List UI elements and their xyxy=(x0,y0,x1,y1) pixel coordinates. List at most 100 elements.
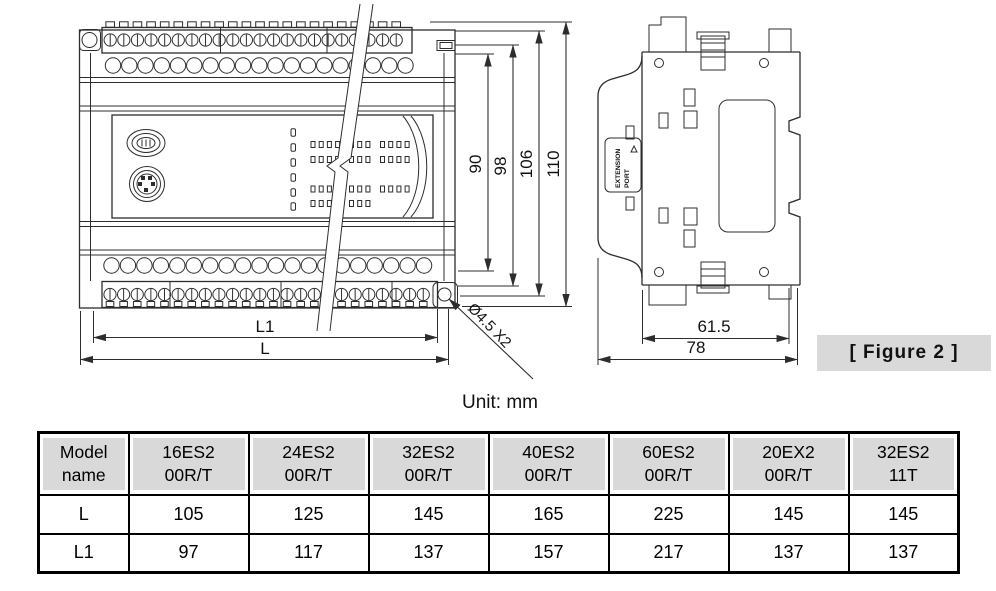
io-led xyxy=(380,185,385,193)
screw-terminal xyxy=(103,287,117,302)
vent-hole xyxy=(234,57,252,74)
screw-terminal xyxy=(117,33,131,47)
io-led xyxy=(310,185,316,193)
screw-terminal xyxy=(266,287,281,302)
extension-port-text-line1: EXTENSION xyxy=(615,149,622,188)
table-cell-value: 137 xyxy=(847,532,960,574)
extension-port-triangle-icon xyxy=(630,144,638,153)
screw-terminal xyxy=(225,287,240,302)
io-led xyxy=(365,200,371,207)
io-led xyxy=(335,141,341,148)
terminal-tab xyxy=(310,301,319,307)
io-led xyxy=(380,156,385,163)
vent-hole xyxy=(137,57,154,74)
terminal-tab xyxy=(391,21,402,28)
screw-terminal xyxy=(416,287,430,302)
table-cell-value: 137 xyxy=(367,532,490,574)
dim-label-61-5: 61.5 xyxy=(697,317,730,336)
terminal-tab xyxy=(241,301,251,307)
vent-hole xyxy=(185,257,202,274)
io-led xyxy=(365,185,371,193)
panel-arc xyxy=(410,115,428,218)
screw-terminal xyxy=(144,33,158,47)
vent-hole xyxy=(186,57,203,74)
side-view-dimensions: 61.5 78 xyxy=(597,258,799,365)
terminal-tab xyxy=(337,301,346,307)
table-cell-value: 157 xyxy=(487,532,610,574)
terminal-tab xyxy=(200,21,211,28)
terminal-tab xyxy=(255,301,265,307)
terminal-tab xyxy=(296,21,306,28)
vent-hole xyxy=(153,57,170,74)
vent-hole xyxy=(202,57,219,74)
screw-terminal xyxy=(389,287,403,302)
terminal-tab xyxy=(255,21,265,28)
vent-hole xyxy=(299,57,317,74)
table-cell-value: 105 xyxy=(127,493,250,535)
vent-hole xyxy=(397,57,414,74)
terminal-tab xyxy=(268,21,279,28)
terminal-tab xyxy=(214,21,224,28)
dim-label-hole: Ø4.5 X2 xyxy=(464,300,514,351)
dimension-drawing: 90 98 106 110 L1 L Ø4.5 X2 xyxy=(78,3,801,380)
io-led xyxy=(357,141,363,148)
mounting-ear-top-left xyxy=(79,29,101,51)
io-led xyxy=(388,156,394,163)
io-led xyxy=(326,185,332,193)
vent-hole xyxy=(104,57,122,74)
din-clip-top-right xyxy=(436,40,456,51)
screw-terminal xyxy=(157,287,172,302)
io-led xyxy=(404,141,410,148)
io-led xyxy=(310,156,316,163)
io-led xyxy=(318,185,324,193)
screw-terminal xyxy=(239,287,253,302)
side-bottom-tab-left xyxy=(648,285,687,306)
terminal-tab xyxy=(132,21,143,28)
status-led xyxy=(290,188,296,197)
dim-label-98: 98 xyxy=(491,157,510,176)
screw-terminal xyxy=(239,33,253,47)
screw-terminal xyxy=(362,287,376,302)
dim-label-l1: L1 xyxy=(256,317,275,336)
vent-hole xyxy=(169,257,186,274)
screw-terminal xyxy=(185,33,199,47)
din-port-connector xyxy=(129,166,165,202)
status-led xyxy=(290,173,296,182)
mounting-ear-bottom-right xyxy=(432,282,458,308)
io-led xyxy=(404,156,410,163)
terminal-tab xyxy=(323,21,333,28)
screw-terminal xyxy=(294,33,308,47)
io-led xyxy=(357,185,363,193)
screw-terminal xyxy=(375,287,389,302)
side-top-tab-left xyxy=(648,16,687,52)
extension-port-label: EXTENSION PORT xyxy=(604,137,642,193)
table-cell-value: 125 xyxy=(247,493,370,535)
screw-terminal xyxy=(335,33,349,47)
side-bottom-tab-right xyxy=(768,285,792,300)
screw-terminal xyxy=(253,33,267,47)
terminal-tab xyxy=(105,301,115,307)
screw-terminal xyxy=(389,33,403,47)
unit-label: Unit: mm xyxy=(462,392,538,413)
table-cell-value: 97 xyxy=(127,532,250,574)
side-clip-bottom xyxy=(696,261,730,294)
terminal-tab xyxy=(105,21,116,28)
top-vent-holes xyxy=(104,57,414,74)
terminal-tab xyxy=(282,21,293,28)
io-led xyxy=(380,141,385,148)
screw-terminal xyxy=(144,287,158,302)
vent-hole xyxy=(316,57,333,74)
top-screw-terminals xyxy=(103,21,403,47)
plc-side-view: EXTENSION PORT xyxy=(597,16,801,306)
screw-terminal xyxy=(158,33,172,47)
screw-terminal xyxy=(294,287,308,302)
